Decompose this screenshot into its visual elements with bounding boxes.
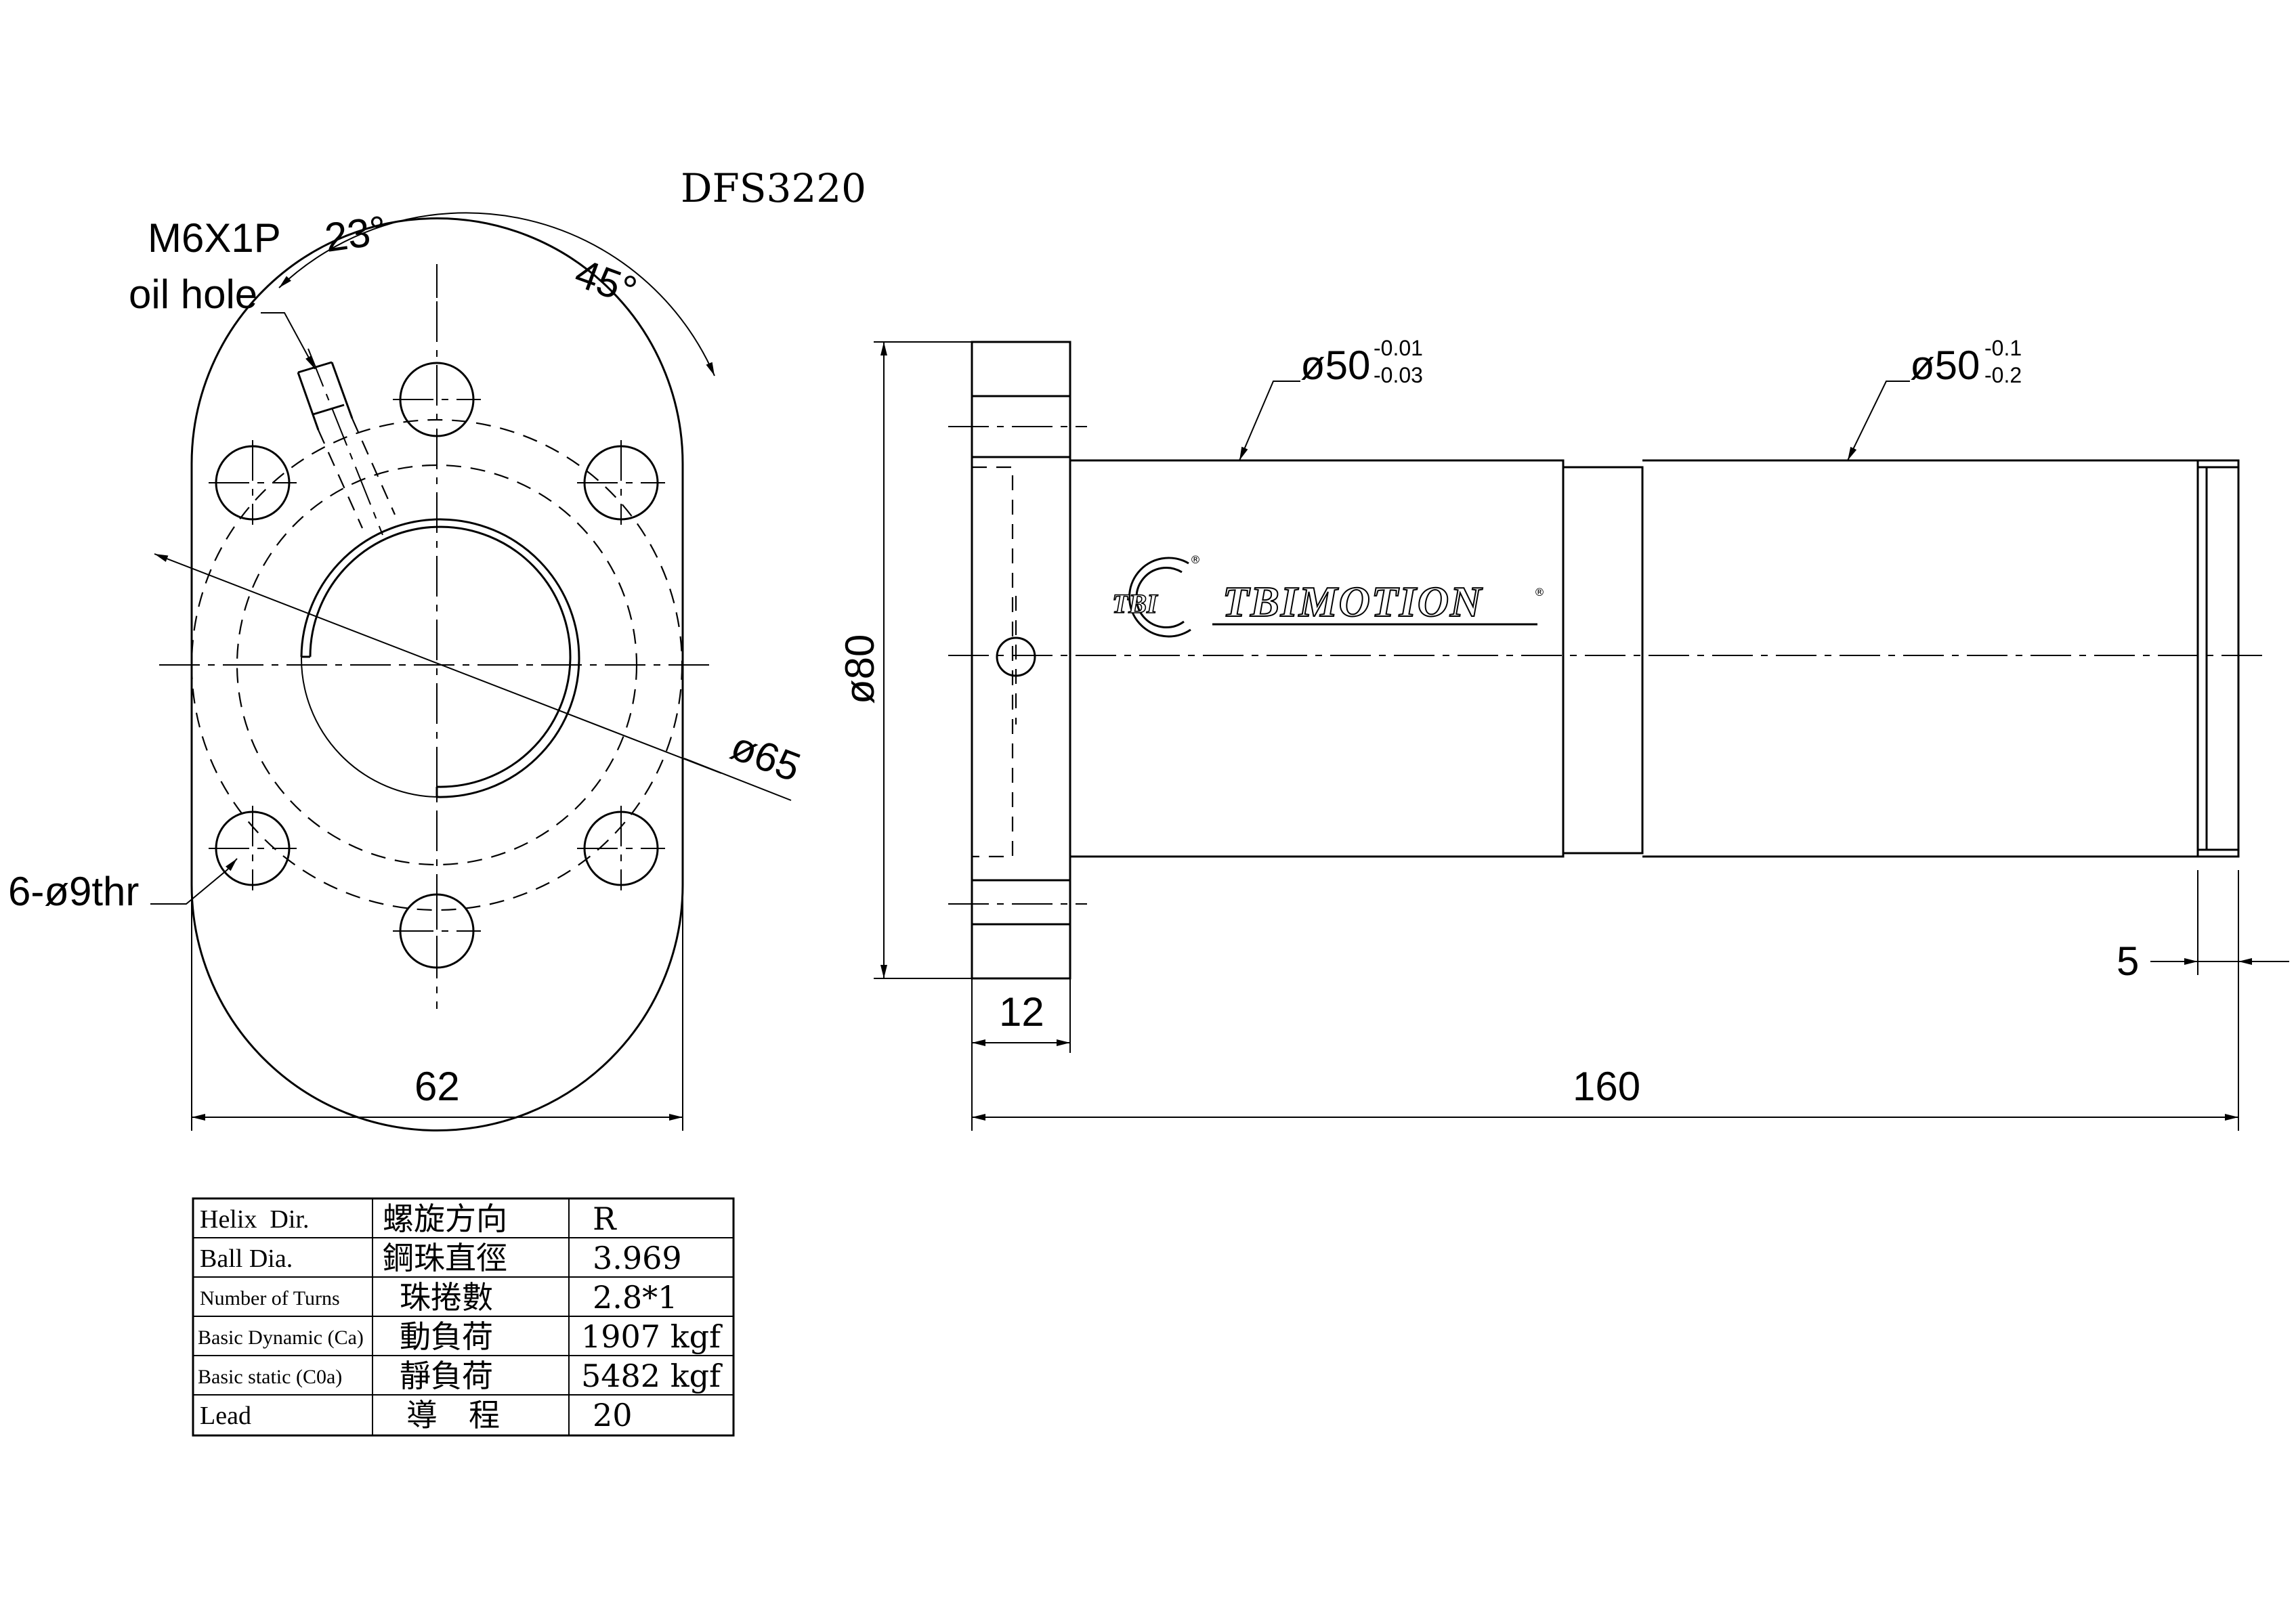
side-view: TBI ® TBIMOTION ® ø80 ø50 -0.01 -0.03 ø5… (837, 336, 2289, 1131)
angle-dimension-arc (278, 212, 715, 376)
groove (1562, 466, 1644, 855)
row-label-zh: 珠捲數 (400, 1279, 493, 1316)
body-dia-left-tol-upper: -0.01 (1374, 336, 1423, 360)
flange-side (971, 341, 1071, 980)
row-label-zh: 螺旋方向 (383, 1201, 507, 1237)
flange-width-label: 62 (414, 1064, 460, 1109)
front-view: 23° 45° M6X1P oil hole ø65 6-ø9thr 62 (8, 207, 807, 1131)
body-dia-right-tol-lower: -0.2 (1984, 363, 2022, 387)
row-label-en: Basic static (C0a) (198, 1366, 342, 1388)
flange-thickness-label: 12 (999, 989, 1044, 1035)
oil-hole-label: oil hole (129, 272, 257, 317)
body-dia-right-tol-upper: -0.1 (1984, 336, 2022, 360)
row-label-en: Basic Dynamic (Ca) (198, 1326, 364, 1349)
row-label-en: Ball Dia. (200, 1245, 293, 1273)
oil-hole-side (996, 636, 1036, 677)
end-width-label: 5 (2117, 938, 2139, 984)
bolt-holes (209, 362, 665, 975)
overall-length-label: 160 (1573, 1064, 1640, 1109)
logo-c-mark (1128, 557, 1191, 638)
table-row: Basic Dynamic (Ca) 動負荷 1907 kgf (198, 1318, 723, 1355)
row-value: 1907 kgf (581, 1318, 723, 1355)
row-value: 5482 kgf (581, 1358, 723, 1394)
oil-hole-thread-label: M6X1P (148, 215, 281, 261)
row-value: 2.8*1 (593, 1279, 677, 1316)
logo-brand: TBIMOTION (1223, 578, 1483, 626)
angle-45: 45° (570, 250, 643, 313)
logo-badge: TBI (1112, 588, 1158, 619)
flange-dia-label: ø80 (837, 634, 883, 704)
bolt-circle-dim-line (154, 553, 722, 774)
nut-body-right (1642, 459, 2199, 858)
table-row: Lead 導 程 20 (200, 1397, 633, 1433)
logo-badge-reg: ® (1190, 553, 1201, 566)
bolt-holes-label: 6-ø9thr (8, 869, 139, 914)
row-label-zh: 鋼珠直徑 (383, 1240, 507, 1276)
row-label-en: Lead (200, 1402, 251, 1430)
row-value: R (593, 1201, 617, 1237)
body-dia-left-tol-lower: -0.03 (1374, 363, 1423, 387)
row-value: 20 (593, 1397, 633, 1433)
logo-brand-reg: ® (1534, 586, 1545, 599)
row-label-en: Helix Dir. (200, 1205, 309, 1234)
nut-body (1070, 459, 1565, 858)
body-dia-left-label: ø50 (1300, 343, 1370, 388)
table-row: Basic static (C0a) 靜負荷 5482 kgf (198, 1358, 723, 1394)
row-label-zh: 靜負荷 (400, 1358, 493, 1394)
row-label-zh: 動負荷 (400, 1318, 493, 1355)
drawing-title: DFS3220 (681, 165, 866, 211)
oil-hole-passage (297, 348, 396, 536)
bore (300, 518, 580, 798)
table-row: Ball Dia. 鋼珠直徑 3.969 (200, 1240, 682, 1276)
bore-inner (309, 525, 572, 788)
tbimotion-logo: TBI ® TBIMOTION ® (1111, 553, 1545, 638)
row-label-en: Number of Turns (200, 1287, 340, 1310)
angle-23: 23° (322, 207, 389, 261)
body-dia-right-label: ø50 (1910, 343, 1980, 388)
table-row: Number of Turns 珠捲數 2.8*1 (200, 1279, 677, 1316)
end-ring (2196, 459, 2240, 858)
spec-table: Helix Dir. 螺旋方向 R Ball Dia. 鋼珠直徑 3.969 N… (192, 1197, 735, 1437)
row-value: 3.969 (593, 1240, 682, 1276)
bolt-circle-dia-label: ø65 (725, 723, 807, 791)
table-row: Helix Dir. 螺旋方向 R (200, 1201, 617, 1237)
row-label-zh: 導 程 (406, 1397, 500, 1433)
